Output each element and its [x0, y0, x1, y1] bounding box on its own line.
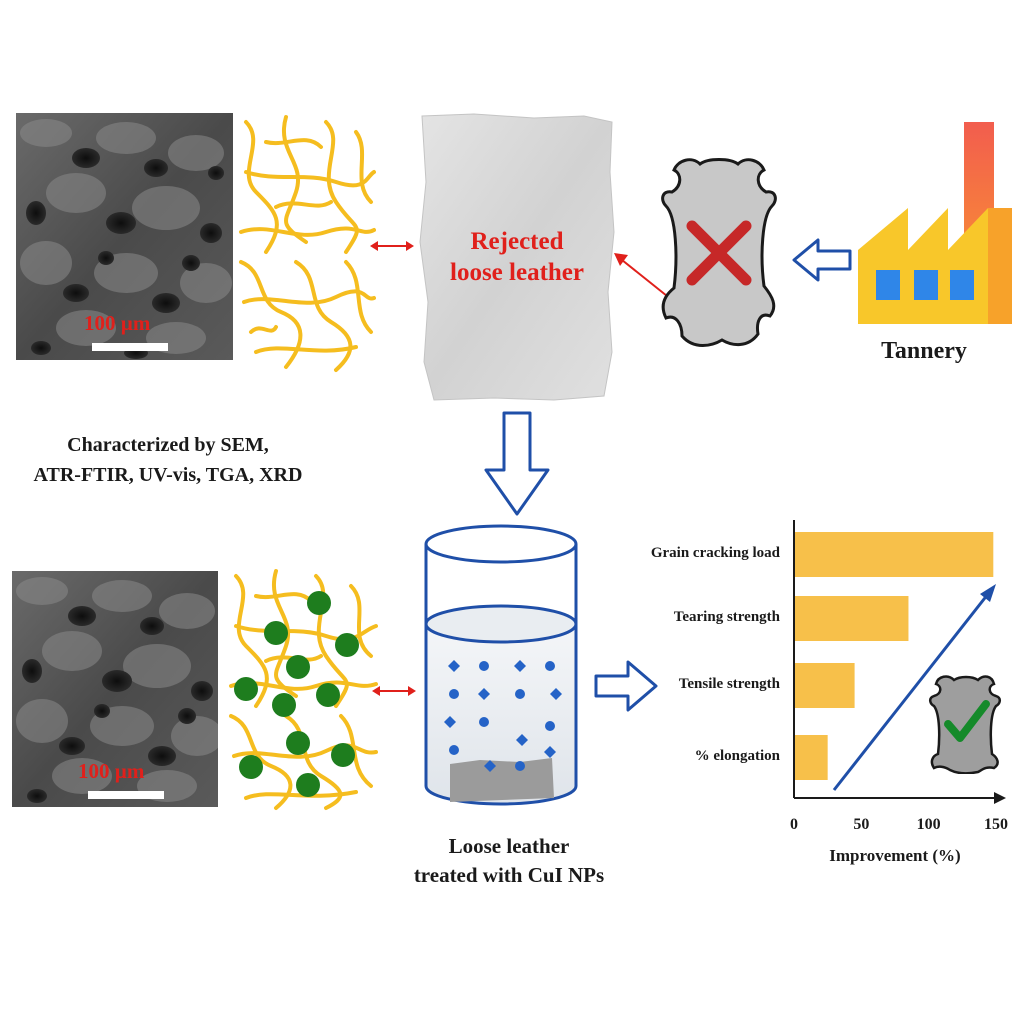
x-tick-label: 50 [853, 816, 869, 834]
bar-1 [794, 596, 908, 641]
category-label: Tensile strength [679, 676, 780, 693]
bar-3 [794, 735, 828, 780]
category-label: Grain cracking load [651, 545, 780, 562]
bar-2 [794, 663, 855, 708]
accepted-hide-icon [928, 674, 1002, 774]
x-axis-arrowhead [994, 792, 1006, 804]
x-tick-label: 0 [790, 816, 798, 834]
category-label: Tearing strength [674, 609, 780, 626]
x-tick-label: 150 [984, 816, 1008, 834]
x-axis-label: Improvement (%) [810, 846, 980, 866]
x-tick-label: 100 [917, 816, 941, 834]
category-label: % elongation [695, 748, 780, 765]
bar-0 [794, 532, 993, 577]
